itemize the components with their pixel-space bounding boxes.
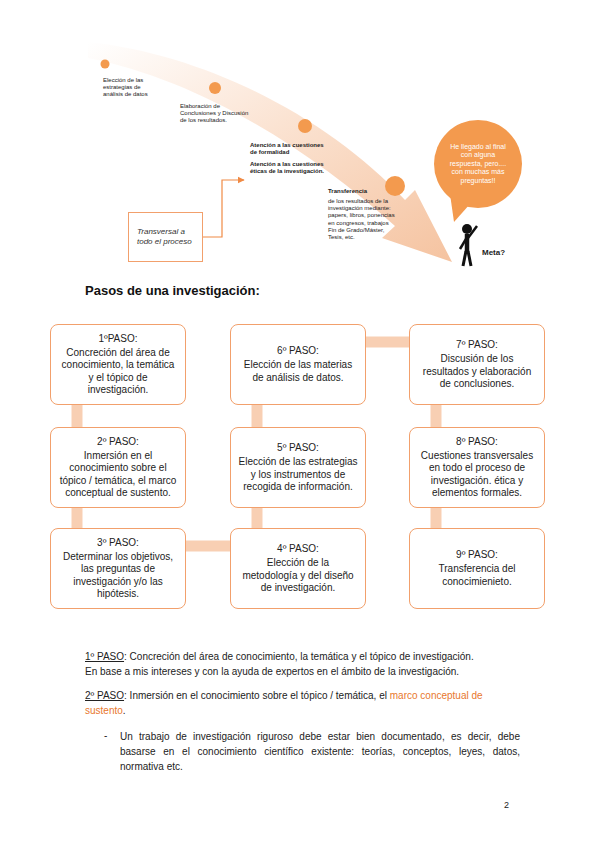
section-heading: Pasos de una investigación: bbox=[85, 283, 260, 298]
bullet-mark: - bbox=[104, 730, 107, 741]
stage-label: Transferencia bbox=[328, 188, 367, 194]
text-block: Transferencia bbox=[328, 188, 398, 195]
text-block: 2º PASO: Inmersión en el conocimiento so… bbox=[85, 689, 525, 718]
stage-dot bbox=[298, 119, 312, 133]
step-text: Concreción del área de conocimiento, la … bbox=[58, 347, 178, 396]
step-text: Elección de las materias de análisis de … bbox=[238, 359, 358, 383]
stage-dot bbox=[209, 82, 221, 94]
stage-label: Elección de las estrategias de análisis … bbox=[103, 77, 148, 97]
progress-band bbox=[88, 42, 452, 262]
step-text: Cuestiones transversales en todo el proc… bbox=[417, 450, 537, 499]
person-head bbox=[462, 224, 472, 234]
paragraph-text: . bbox=[123, 705, 126, 716]
text-block: 1º PASO: Concreción del área de conocimi… bbox=[85, 650, 565, 664]
step-heading: 2º PASO: bbox=[97, 436, 139, 448]
person-figure bbox=[460, 224, 477, 266]
text-block: Un trabajo de investigación riguroso deb… bbox=[120, 729, 520, 774]
step-heading: 1ºPASO: bbox=[98, 333, 137, 345]
stage-label: Atención a las cuestiones de formalidad bbox=[250, 142, 324, 155]
step-heading: 6º PASO: bbox=[277, 345, 319, 357]
step-heading: 4º PASO: bbox=[277, 543, 319, 555]
paragraph-text: En base a mis intereses y con la ayuda d… bbox=[85, 666, 459, 677]
step-text: Transferencia del conocimienieto. bbox=[417, 563, 537, 587]
process-box: 5º PASO: Elección de las estrategias y lo… bbox=[230, 427, 366, 508]
bubble-shape bbox=[434, 120, 522, 208]
connector-bar bbox=[366, 337, 409, 348]
step-text: Elección de la metodología y del diseño … bbox=[238, 557, 358, 594]
process-box: 7º PASO: Discusión de los resultados y el… bbox=[409, 324, 545, 405]
step-reference: 1º PASO bbox=[85, 651, 124, 662]
connector-bar bbox=[72, 405, 83, 427]
process-box: 4º PASO: Elección de la metodología y del… bbox=[230, 528, 366, 609]
stage-dot bbox=[385, 176, 405, 196]
connector-bar bbox=[431, 405, 442, 427]
text-block: Elaboración de Conclusiones y Discusión … bbox=[180, 103, 252, 125]
step-text: Elección de las estrategias y los instru… bbox=[238, 456, 358, 493]
step-text: Inmersión en el conocimiento sobre el tó… bbox=[58, 450, 178, 499]
connector-bar bbox=[252, 405, 263, 427]
process-box: 8º PASO: Cuestiones transversales en todo… bbox=[409, 427, 545, 508]
page-number: 2 bbox=[504, 800, 509, 810]
step-heading: 3º PASO: bbox=[97, 537, 139, 549]
text-block: Atención a las cuestiones de formalidad bbox=[250, 142, 326, 156]
process-box: 9º PASO: Transferencia del conocimienieto… bbox=[409, 528, 545, 609]
person-arm bbox=[468, 226, 477, 238]
stage-label: Elaboración de Conclusiones y Discusión … bbox=[180, 103, 248, 123]
person-leg bbox=[468, 251, 471, 266]
stage-label: Atención a las cuestiones éticas de la i… bbox=[250, 161, 324, 174]
goal-label: Meta? bbox=[482, 248, 505, 257]
text-block: Atención a las cuestiones éticas de la i… bbox=[250, 161, 326, 175]
text-block: de los resultados de la investigación me… bbox=[328, 198, 398, 241]
connector-bar bbox=[252, 508, 263, 528]
step-reference: 2º PASO bbox=[85, 690, 124, 701]
text-block: En base a mis intereses y con la ayuda d… bbox=[85, 665, 565, 679]
person-arm bbox=[460, 239, 466, 249]
process-box: 6º PASO: Elección de las materias de anál… bbox=[230, 324, 366, 405]
text-block: 2 bbox=[504, 800, 524, 811]
step-text: Determinar los objetivos, las preguntas … bbox=[58, 551, 178, 600]
text-block: - bbox=[104, 729, 116, 744]
step-heading: 9º PASO: bbox=[456, 549, 498, 561]
paragraph-text: : Inmersión en el conocimiento sobre el … bbox=[124, 690, 387, 701]
person-leg bbox=[463, 251, 466, 266]
step-heading: 8º PASO: bbox=[456, 436, 498, 448]
text-block: Elección de las estrategias de análisis … bbox=[103, 77, 161, 99]
paragraph-text: : Concreción del área de conocimiento, l… bbox=[124, 651, 474, 662]
step-heading: 5º PASO: bbox=[277, 442, 319, 454]
text-block: Meta? bbox=[482, 248, 522, 258]
leader-arrow bbox=[203, 180, 244, 237]
connector-bar bbox=[186, 541, 230, 552]
note-box: Transversal a todo el proceso bbox=[128, 212, 203, 262]
process-box: 2º PASO: Inmersión en el conocimiento sob… bbox=[50, 427, 186, 508]
step-text: Discusión de los resultados y elaboració… bbox=[417, 353, 537, 390]
speech-bubble: He llegado al final con alguna respuesta… bbox=[434, 120, 522, 208]
bubble-text: He llegado al final con alguna respuesta… bbox=[449, 143, 507, 186]
process-box: 1ºPASO: Concreción del área de conocimien… bbox=[50, 324, 186, 405]
connector-bar bbox=[431, 508, 442, 528]
stage-label: de los resultados de la investigación me… bbox=[328, 198, 395, 240]
stage-dot bbox=[101, 60, 110, 69]
bullet-text: Un trabajo de investigación riguroso deb… bbox=[120, 731, 520, 772]
process-box: 3º PASO: Determinar los objetivos, las pr… bbox=[50, 528, 186, 609]
step-heading: 7º PASO: bbox=[456, 339, 498, 351]
note-text: Transversal a todo el proceso bbox=[137, 227, 194, 248]
connector-bar bbox=[72, 508, 83, 528]
